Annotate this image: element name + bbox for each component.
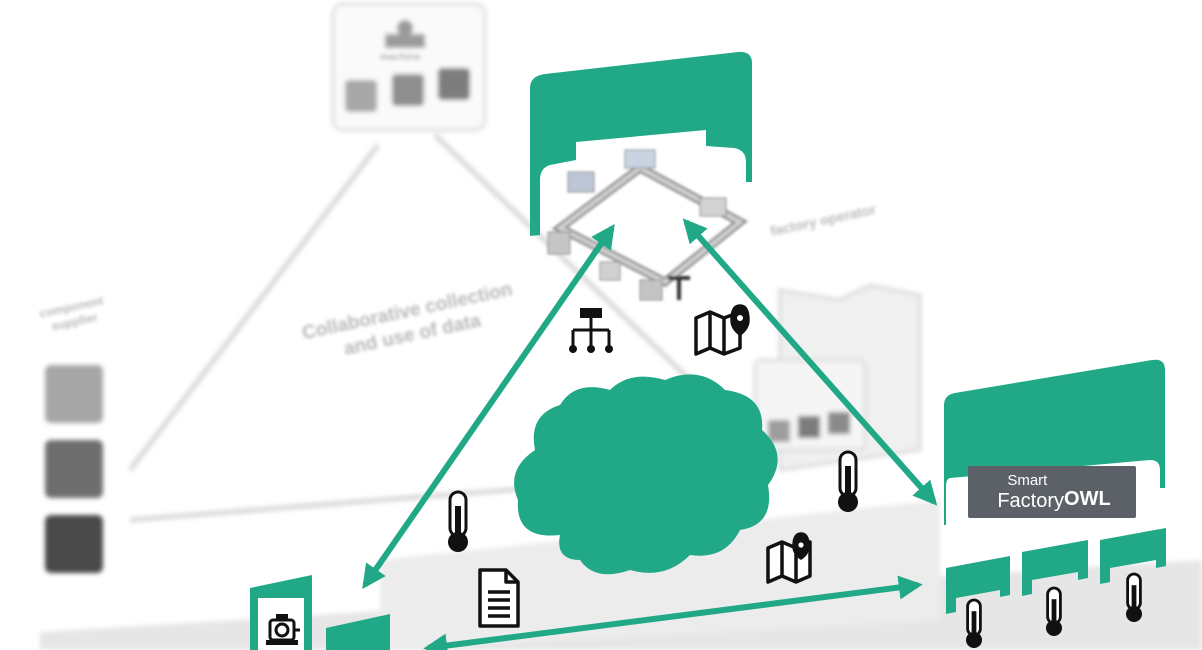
- data-flow-arrows: [362, 218, 938, 650]
- hierarchy-icon: [569, 308, 613, 353]
- smartfactory-frame: [944, 359, 1166, 614]
- map-icon: [694, 304, 750, 356]
- factory-frame: [530, 51, 752, 236]
- thermometer-icon: [966, 598, 982, 648]
- logo-smart-text: Smart: [1007, 472, 1048, 489]
- thermometer-icon: [1046, 586, 1062, 636]
- smartfactoryowl-logo: Smart Factory OWL: [968, 466, 1136, 518]
- motor-icon: [266, 614, 300, 645]
- map-icon: [766, 532, 812, 584]
- logo-factory-text: Factory: [997, 490, 1065, 512]
- machine-label: machine: [379, 52, 421, 63]
- thermometer-icon: [1126, 572, 1142, 622]
- thermometer-icon: [838, 450, 858, 512]
- logo-owl-text: OWL: [1064, 488, 1111, 510]
- document-icon: [478, 568, 520, 628]
- thermometer-icon: [448, 490, 468, 552]
